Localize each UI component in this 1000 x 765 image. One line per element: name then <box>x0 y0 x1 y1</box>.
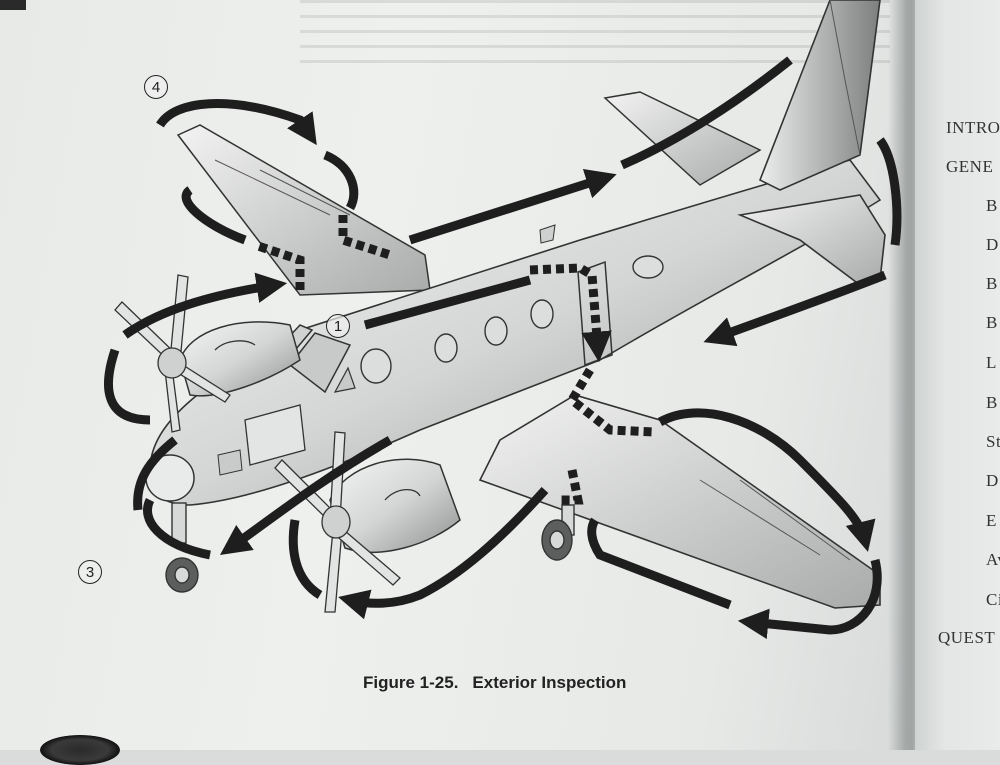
toc-item: St <box>986 432 1000 451</box>
figure-number: Figure 1-25. <box>363 673 459 692</box>
toc-item: INTRO <box>946 118 1000 137</box>
toc-item: L <box>986 353 997 372</box>
toc-item: B <box>986 393 998 412</box>
toc-item: GENE <box>946 157 994 176</box>
corner-tab <box>0 0 26 10</box>
inspection-path <box>104 56 902 640</box>
figure-caption: Figure 1-25. Exterior Inspection <box>363 673 626 693</box>
right-engine <box>329 458 461 553</box>
toc-item: Av <box>986 550 1000 569</box>
nose-landing-gear <box>165 502 199 593</box>
toc-item: B <box>986 313 998 332</box>
main-landing-gear <box>541 504 575 561</box>
table-of-contents-fragment: INTRO GENE B D B B L B St D E Av Ci QUES… <box>938 0 1000 750</box>
toc-item: B <box>986 274 998 293</box>
binder-ring <box>40 735 120 765</box>
toc-item: QUEST <box>938 628 996 647</box>
left-propeller <box>114 274 231 433</box>
callout-4: 4 <box>144 75 168 99</box>
bleed-through-text <box>300 0 890 70</box>
left-wing <box>176 124 431 296</box>
toc-item: E <box>986 511 997 530</box>
toc-item: Ci <box>986 590 1000 609</box>
right-page <box>915 0 1000 750</box>
callout-1: 1 <box>326 314 350 338</box>
vertical-stabilizer <box>758 0 881 191</box>
fuselage <box>145 159 882 506</box>
toc-item: B <box>986 196 998 215</box>
toc-item: D <box>986 471 999 490</box>
callout-3: 3 <box>78 560 102 584</box>
figure-title: Exterior Inspection <box>472 673 627 692</box>
toc-item: D <box>986 235 999 254</box>
